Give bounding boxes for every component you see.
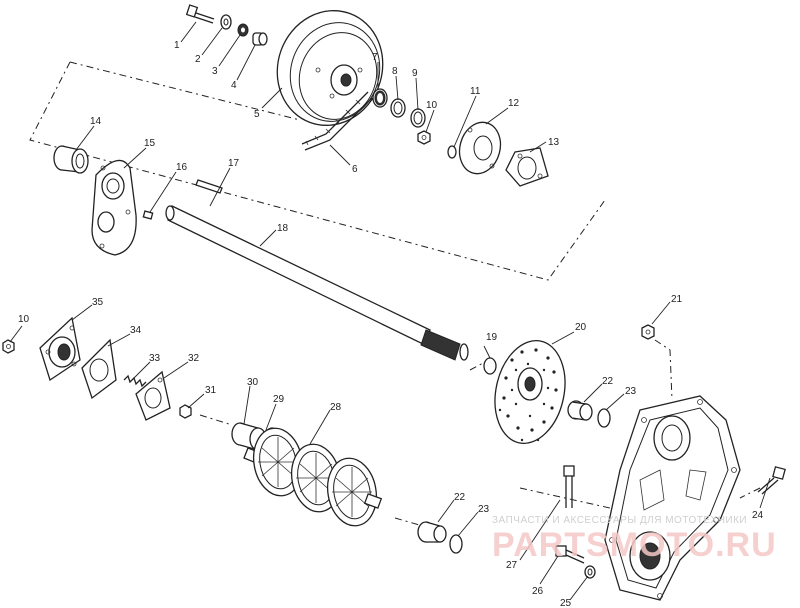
nut-10-upper: [417, 130, 431, 145]
bearing-22-lower: [417, 521, 447, 543]
callout-15: 15: [144, 138, 156, 149]
callout-31: 31: [205, 385, 217, 396]
callout-26: 26: [532, 586, 544, 597]
callout-21: 21: [671, 294, 683, 305]
callout-25: 25: [560, 598, 572, 608]
callout-32: 32: [188, 353, 200, 364]
callout-19: 19: [486, 332, 498, 343]
callout-35: 35: [92, 297, 104, 308]
washer-25: [584, 565, 596, 579]
callout-33: 33: [149, 353, 161, 364]
callout-13: 13: [548, 137, 560, 148]
callout-10-lower: 10: [18, 314, 30, 325]
washer-3: [237, 23, 249, 37]
callout-1: 1: [174, 40, 180, 51]
ring-7: [372, 88, 388, 108]
chain-6: [301, 91, 373, 151]
shaft-18: [165, 205, 469, 361]
key-17: [195, 179, 223, 194]
washer-2: [220, 14, 232, 30]
callout-30: 30: [247, 377, 259, 388]
bearing-14: [53, 145, 89, 174]
callout-3: 3: [212, 66, 218, 77]
callout-5: 5: [254, 109, 260, 120]
callout-22-upper: 22: [602, 376, 614, 387]
bolt-24: [757, 466, 786, 495]
callout-16: 16: [176, 162, 188, 173]
callout-28: 28: [330, 402, 342, 413]
ring-8: [390, 98, 406, 118]
callout-8: 8: [392, 66, 398, 77]
gasket-34: [81, 338, 117, 400]
flange-plate-12: [458, 121, 502, 175]
seal-23-lower: [449, 534, 463, 554]
callout-27: 27: [506, 560, 518, 571]
callout-2: 2: [195, 54, 201, 65]
callout-14: 14: [90, 116, 102, 127]
watermark-subtitle: ЗАПЧАСТИ И АКСЕССУАРЫ ДЛЯ МОТОТЕХНИКИ: [492, 515, 747, 526]
watermark: ЗАПЧАСТИ И АКСЕССУАРЫ ДЛЯ МОТОТЕХНИКИ PA…: [492, 515, 777, 564]
watermark-site: PARTSMOTO.RU: [492, 526, 777, 564]
washer-11: [447, 145, 457, 159]
callout-9: 9: [412, 68, 418, 79]
bearing-flange-13: [505, 147, 549, 187]
bolt-27: [563, 465, 575, 508]
bolt-26: [555, 545, 585, 564]
callout-labels: 1 2 3 4 5 6 7 8 9 10 11 12 13 14 15 16 1…: [18, 40, 764, 608]
nut-21: [641, 324, 655, 340]
ring-19: [483, 357, 497, 375]
seal-23-upper: [597, 408, 611, 428]
callout-34: 34: [130, 325, 142, 336]
bearing-22-upper: [567, 400, 593, 421]
callout-24: 24: [752, 510, 764, 521]
bearing-retainer-32: [135, 370, 171, 421]
callout-6: 6: [352, 164, 358, 175]
callout-4: 4: [231, 80, 237, 91]
track-sprocket-c: [326, 457, 378, 527]
leader-lines: [9, 21, 771, 601]
callout-17: 17: [228, 158, 240, 169]
drive-shaft-28: [243, 427, 383, 527]
sprocket-5: [276, 10, 384, 126]
nut-10-lower: [2, 339, 15, 354]
callout-20: 20: [575, 322, 587, 333]
callout-22-lower: 22: [454, 492, 466, 503]
callout-12: 12: [508, 98, 520, 109]
spacer-4: [252, 32, 268, 46]
callout-7: 7: [372, 52, 378, 63]
chaincase-housing: [604, 395, 741, 601]
callout-10-upper: 10: [426, 100, 438, 111]
bolt-1: [185, 4, 215, 24]
ring-9: [410, 108, 426, 128]
callout-18: 18: [277, 223, 289, 234]
assembly-guide-lines: [29, 61, 761, 529]
brake-disc-20: [494, 339, 566, 445]
pin-16: [142, 210, 154, 220]
bearing-plate-15: [91, 159, 137, 256]
callout-23-lower: 23: [478, 504, 490, 515]
callout-29: 29: [273, 394, 285, 405]
bearing-housing-35: [39, 316, 81, 382]
spring-33: [123, 374, 147, 388]
callout-11: 11: [470, 86, 481, 97]
callout-23-upper: 23: [625, 386, 637, 397]
